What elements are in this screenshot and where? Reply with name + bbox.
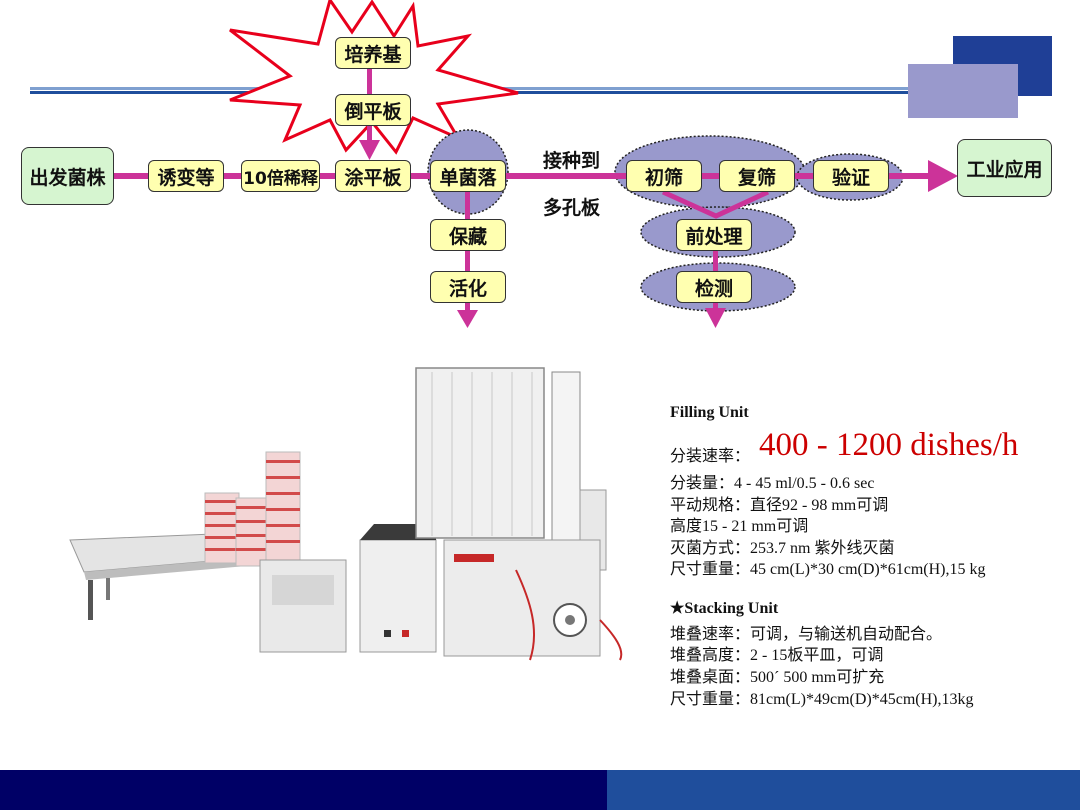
secondary-screen-box: 复筛 [719, 160, 795, 192]
header-square-lavender [908, 64, 1018, 118]
spread-plate-box: 涂平板 [335, 160, 411, 192]
starburst-icon [229, 0, 519, 155]
filling-unit-title: Filling Unit [670, 404, 749, 421]
dilution-box: 10倍稀释 [241, 160, 320, 192]
activate-box: 活化 [430, 271, 506, 303]
stack-speed-text: 堆叠速率：可调，与输送机自动配合。 [670, 626, 943, 643]
filling-volume-text: 分装量：4 - 45 ml/0.5 - 0.6 sec [670, 475, 875, 492]
height-text: 高度15 - 21 mm可调 [670, 518, 809, 535]
header-rule-light [30, 87, 1052, 90]
detect-box: 检测 [676, 271, 752, 303]
main-flow-line [112, 173, 930, 179]
stacking-unit-title: ★Stacking Unit [670, 600, 779, 617]
pretreat-box: 前处理 [676, 219, 752, 251]
footer-bar-blue [607, 770, 1080, 810]
filling-size-weight-text: 尺寸重量：45 cm(L)*30 cm(D)*61cm(H),15 kg [670, 561, 986, 578]
inoculate-label-line2: 多孔板 [543, 197, 601, 219]
plate-spec-text: 平动规格：直径92 - 98 mm可调 [670, 497, 889, 514]
industrial-application-box: 工业应用 [957, 139, 1052, 197]
filling-speed-value: 400 - 1200 dishes/h [759, 427, 1019, 463]
pour-arrowhead [359, 140, 380, 160]
footer-bar-navy [0, 770, 607, 810]
mutagenesis-box: 诱变等 [148, 160, 224, 192]
stack-table-text: 堆叠桌面：500´ 500 mm可扩充 [670, 669, 885, 686]
main-flow-arrowhead [928, 160, 958, 192]
inoculate-label-line1: 接种到 [543, 150, 601, 172]
pour-plate-box: 倒平板 [335, 94, 411, 126]
primary-screen-box: 初筛 [626, 160, 702, 192]
sterilize-text: 灭菌方式：253.7 nm 紫外线灭菌 [670, 540, 895, 557]
verify-box: 验证 [813, 160, 889, 192]
stack-size-weight-text: 尺寸重量：81cm(L)*49cm(D)*45cm(H),13kg [670, 691, 974, 708]
activate-arrowhead [457, 310, 478, 328]
medium-box: 培养基 [335, 37, 411, 69]
start-strain-box: 出发菌株 [21, 147, 114, 205]
header-rule-dark [30, 91, 1052, 94]
detect-arrowhead [705, 308, 726, 328]
filling-speed-label: 分装速率： [670, 448, 751, 465]
dish-filling-machine-illustration [69, 367, 623, 661]
preserve-box: 保藏 [430, 219, 506, 251]
single-colony-box: 单菌落 [430, 160, 506, 192]
stack-height-text: 堆叠高度：2 - 15板平皿，可调 [670, 647, 884, 664]
